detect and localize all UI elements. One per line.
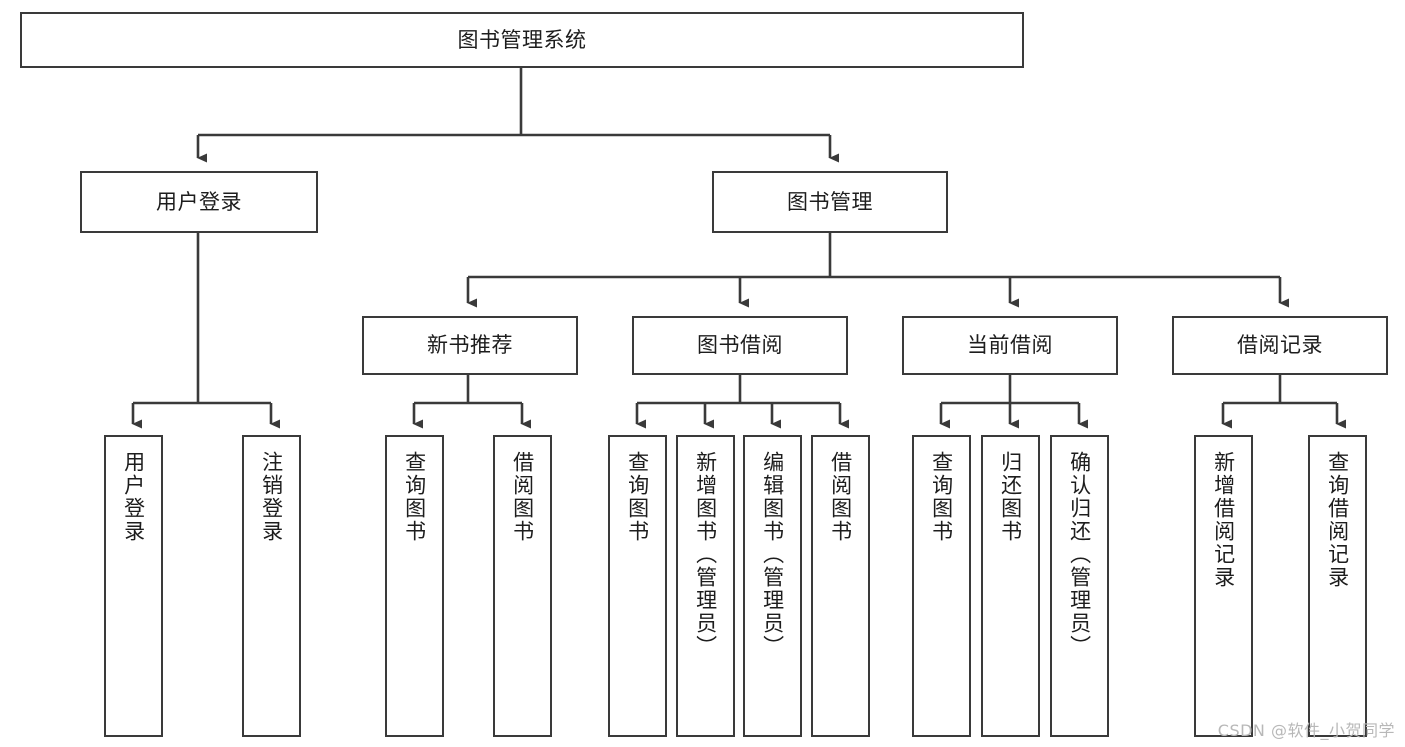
leaf-query-record-label: 查询借阅记录 — [1325, 451, 1350, 589]
node-user-login[interactable]: 用户登录 — [80, 171, 318, 233]
leaf-add-record-label: 新增借阅记录 — [1211, 451, 1236, 589]
node-book-manage-label: 图书管理 — [787, 189, 873, 214]
leaf-edit-book[interactable]: 编辑图书（管理员） — [743, 435, 802, 737]
leaf-borrow-book-1[interactable]: 借阅图书 — [493, 435, 552, 737]
leaf-borrow-book-2[interactable]: 借阅图书 — [811, 435, 870, 737]
leaf-query-book-3-label: 查询图书 — [929, 451, 954, 543]
leaf-borrow-book-2-label: 借阅图书 — [828, 451, 853, 543]
node-new-book-recommend-label: 新书推荐 — [427, 333, 513, 358]
node-new-book-recommend[interactable]: 新书推荐 — [362, 316, 578, 375]
node-book-borrow-label: 图书借阅 — [697, 333, 783, 358]
leaf-user-login-label: 用户登录 — [121, 451, 146, 543]
leaf-confirm-return[interactable]: 确认归还（管理员） — [1050, 435, 1109, 737]
node-book-manage[interactable]: 图书管理 — [712, 171, 948, 233]
leaf-user-login[interactable]: 用户登录 — [104, 435, 163, 737]
leaf-return-book[interactable]: 归还图书 — [981, 435, 1040, 737]
node-current-borrow[interactable]: 当前借阅 — [902, 316, 1118, 375]
node-root-label: 图书管理系统 — [457, 27, 587, 52]
node-book-borrow[interactable]: 图书借阅 — [632, 316, 848, 375]
leaf-query-book-3[interactable]: 查询图书 — [912, 435, 971, 737]
leaf-query-book-2-label: 查询图书 — [625, 451, 650, 543]
leaf-query-book-2[interactable]: 查询图书 — [608, 435, 667, 737]
leaf-borrow-book-1-label: 借阅图书 — [510, 451, 535, 543]
leaf-confirm-return-label: 确认归还（管理员） — [1067, 451, 1092, 658]
node-borrow-record[interactable]: 借阅记录 — [1172, 316, 1388, 375]
leaf-edit-book-label: 编辑图书（管理员） — [760, 451, 785, 658]
node-user-login-label: 用户登录 — [156, 189, 242, 214]
leaf-query-book-1[interactable]: 查询图书 — [385, 435, 444, 737]
leaf-query-record[interactable]: 查询借阅记录 — [1308, 435, 1367, 737]
node-root[interactable]: 图书管理系统 — [20, 12, 1024, 68]
leaf-return-book-label: 归还图书 — [998, 451, 1023, 543]
leaf-query-book-1-label: 查询图书 — [402, 451, 427, 543]
leaf-logout-login[interactable]: 注销登录 — [242, 435, 301, 737]
node-current-borrow-label: 当前借阅 — [967, 333, 1053, 358]
leaf-add-record[interactable]: 新增借阅记录 — [1194, 435, 1253, 737]
node-borrow-record-label: 借阅记录 — [1237, 333, 1323, 358]
leaf-add-book[interactable]: 新增图书（管理员） — [676, 435, 735, 737]
leaf-add-book-label: 新增图书（管理员） — [693, 451, 718, 658]
leaf-logout-login-label: 注销登录 — [259, 451, 284, 543]
